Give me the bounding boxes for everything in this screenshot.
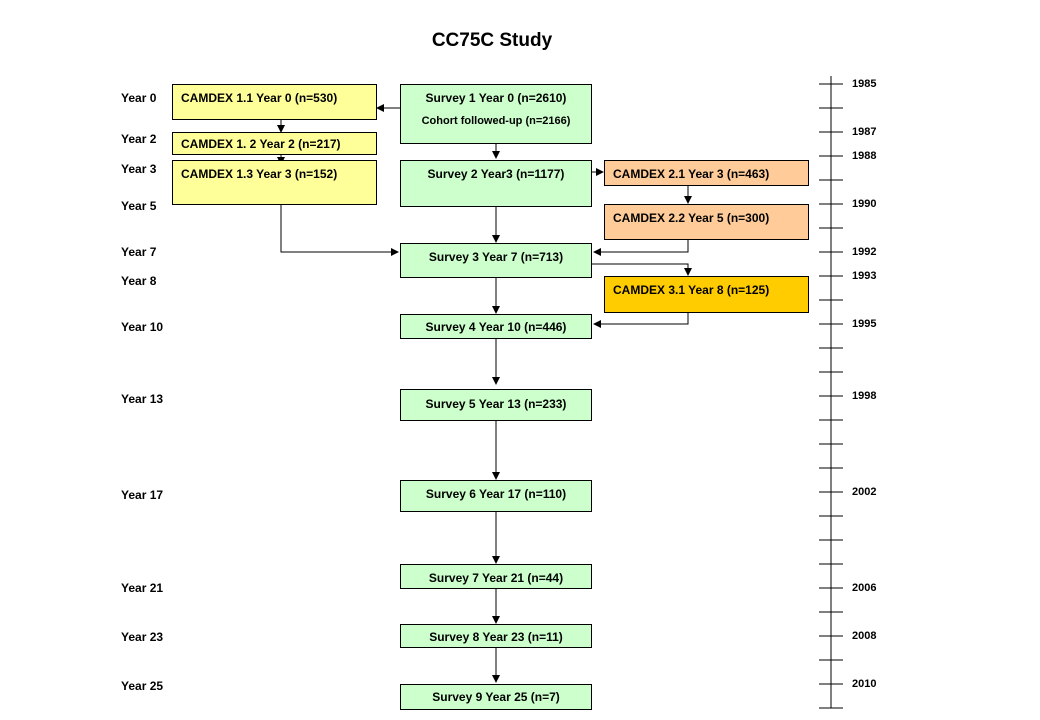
timeline-year-2002: 2002	[852, 486, 877, 498]
year-label-13: Year 13	[121, 392, 164, 406]
year-label-25: Year 25	[121, 679, 164, 693]
year-label-23: Year 23	[121, 630, 164, 644]
arrow-c13-to-s3	[280, 205, 399, 256]
survey-7-box: Survey 7 Year 21 (n=44)	[400, 564, 592, 589]
survey-2-box: Survey 2 Year3 (n=1177)	[400, 160, 592, 207]
survey-4-label: Survey 4 Year 10 (n=446)	[425, 320, 567, 334]
timeline-year-1987: 1987	[852, 126, 877, 138]
survey-8-box: Survey 8 Year 23 (n=11)	[400, 624, 592, 648]
survey-6-label: Survey 6 Year 17 (n=110)	[425, 487, 567, 501]
survey-1-sublabel: Cohort followed-up (n=2166)	[421, 115, 571, 127]
survey-2-label: Survey 2 Year3 (n=1177)	[427, 167, 565, 181]
survey-8-label: Survey 8 Year 23 (n=11)	[429, 630, 563, 644]
diagram-title: CC75C Study	[431, 30, 553, 51]
timeline-year-2008: 2008	[852, 630, 877, 642]
survey-3-label: Survey 3 Year 7 (n=713)	[428, 250, 564, 264]
camdex-2-1-box: CAMDEX 2.1 Year 3 (n=463)	[604, 160, 809, 186]
camdex-1-2-box: CAMDEX 1. 2 Year 2 (n=217)	[172, 132, 377, 155]
camdex-3-1-box: CAMDEX 3.1 Year 8 (n=125)	[604, 276, 809, 313]
arrow-c22-to-s3	[593, 240, 689, 256]
camdex-3-1-label: CAMDEX 3.1 Year 8 (n=125)	[613, 283, 770, 297]
survey-9-box: Survey 9 Year 25 (n=7)	[400, 684, 592, 710]
year-label-5: Year 5	[121, 199, 157, 213]
camdex-2-1-label: CAMDEX 2.1 Year 3 (n=463)	[613, 167, 770, 181]
camdex-1-3-box: CAMDEX 1.3 Year 3 (n=152)	[172, 160, 377, 205]
timeline-year-1993: 1993	[852, 270, 877, 282]
year-label-8: Year 8	[121, 274, 157, 288]
year-label-17: Year 17	[121, 488, 164, 502]
timeline-year-1998: 1998	[852, 390, 877, 402]
year-label-7: Year 7	[121, 245, 157, 259]
survey-3-box: Survey 3 Year 7 (n=713)	[400, 243, 592, 278]
timeline-year-2006: 2006	[852, 582, 877, 594]
survey-4-box: Survey 4 Year 10 (n=446)	[400, 314, 592, 339]
timeline-year-1992: 1992	[852, 246, 877, 258]
camdex-1-1-box: CAMDEX 1.1 Year 0 (n=530)	[172, 84, 377, 120]
survey-5-box: Survey 5 Year 13 (n=233)	[400, 389, 592, 421]
survey-5-label: Survey 5 Year 13 (n=233)	[425, 397, 567, 411]
survey-7-label: Survey 7 Year 21 (n=44)	[428, 571, 564, 585]
timeline-year-1995: 1995	[852, 318, 877, 330]
camdex-2-2-box: CAMDEX 2.2 Year 5 (n=300)	[604, 204, 809, 240]
camdex-2-2-label: CAMDEX 2.2 Year 5 (n=300)	[613, 211, 770, 225]
camdex-1-2-label: CAMDEX 1. 2 Year 2 (n=217)	[181, 137, 341, 151]
camdex-1-1-label: CAMDEX 1.1 Year 0 (n=530)	[181, 91, 338, 105]
survey-1-box: Survey 1 Year 0 (n=2610) Cohort followed…	[400, 84, 592, 144]
year-label-0: Year 0	[121, 91, 157, 105]
survey-9-label: Survey 9 Year 25 (n=7)	[432, 690, 560, 704]
timeline-year-1990: 1990	[852, 198, 877, 210]
timeline-axis	[819, 76, 843, 709]
timeline-year-2010: 2010	[852, 678, 877, 690]
arrow-s3-to-c31	[592, 263, 692, 276]
timeline-year-1985: 1985	[852, 78, 877, 90]
timeline-year-1988: 1988	[852, 150, 877, 162]
arrow-c31-to-s4	[593, 313, 689, 328]
survey-1-label: Survey 1 Year 0 (n=2610)	[425, 91, 567, 105]
year-label-10: Year 10	[121, 320, 164, 334]
survey-6-box: Survey 6 Year 17 (n=110)	[400, 480, 592, 512]
year-label-2: Year 2	[121, 132, 157, 146]
year-label-3: Year 3	[121, 162, 157, 176]
year-label-21: Year 21	[121, 581, 164, 595]
camdex-1-3-label: CAMDEX 1.3 Year 3 (n=152)	[181, 167, 338, 181]
